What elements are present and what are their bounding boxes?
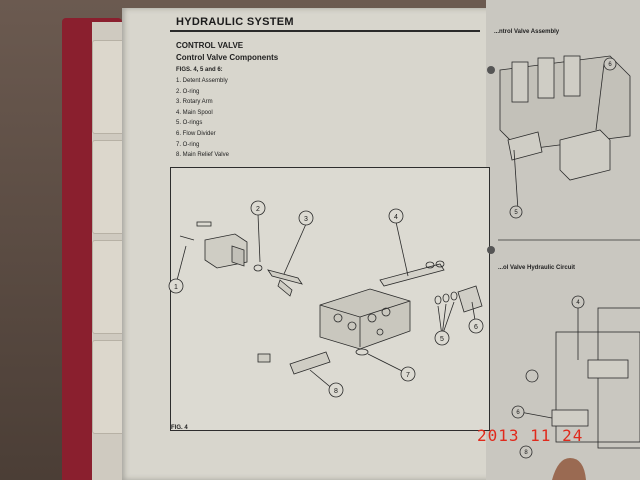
right-page-heading: ...ol Valve Hydraulic Circuit — [498, 265, 576, 271]
callout-label: 4 — [576, 300, 580, 306]
camera-date-stamp: 2013 11 24 — [477, 426, 584, 445]
section-title: CONTROL VALVE — [176, 41, 244, 50]
figure-label: FIG. 4 — [171, 425, 188, 431]
finger — [552, 458, 586, 480]
callout-label: 8 — [334, 388, 338, 395]
part-item: 4. Main Spool — [176, 109, 213, 116]
part-item: 7. O-ring — [176, 141, 200, 148]
parts-list: 1. Detent Assembly 2. O-ring 3. Rotary A… — [176, 76, 229, 161]
callout-label: 5 — [440, 336, 444, 343]
part-item: 6. Flow Divider — [176, 130, 216, 137]
header-rule — [170, 30, 480, 32]
part-item: 5. O-rings — [176, 120, 203, 127]
callout-label: 6 — [474, 324, 478, 331]
callout-label: 6 — [608, 62, 612, 68]
callout-label: 4 — [394, 214, 398, 221]
callout-label: 6 — [516, 410, 520, 416]
part-item: 8. Main Relief Valve — [176, 152, 229, 159]
right-page-heading: ...ntrol Valve Assembly — [494, 29, 560, 35]
binder-ring-hole — [487, 246, 495, 254]
subsection-title: Control Valve Components — [176, 53, 279, 62]
callout-label: 8 — [524, 450, 528, 456]
part-item: 2. O-ring — [176, 88, 200, 95]
binder-ring-hole — [487, 66, 495, 74]
figure-reference: FIGS. 4, 5 and 6: — [176, 67, 223, 73]
callout-label: 2 — [256, 206, 260, 213]
page-header: HYDRAULIC SYSTEM — [176, 16, 294, 28]
callout-label: 3 — [304, 216, 308, 223]
callout-label: 7 — [406, 372, 410, 379]
callout-label: 5 — [514, 210, 518, 216]
part-item: 3. Rotary Arm — [176, 99, 213, 106]
part-item: 1. Detent Assembly — [176, 78, 228, 84]
callout-label: 1 — [174, 284, 178, 291]
